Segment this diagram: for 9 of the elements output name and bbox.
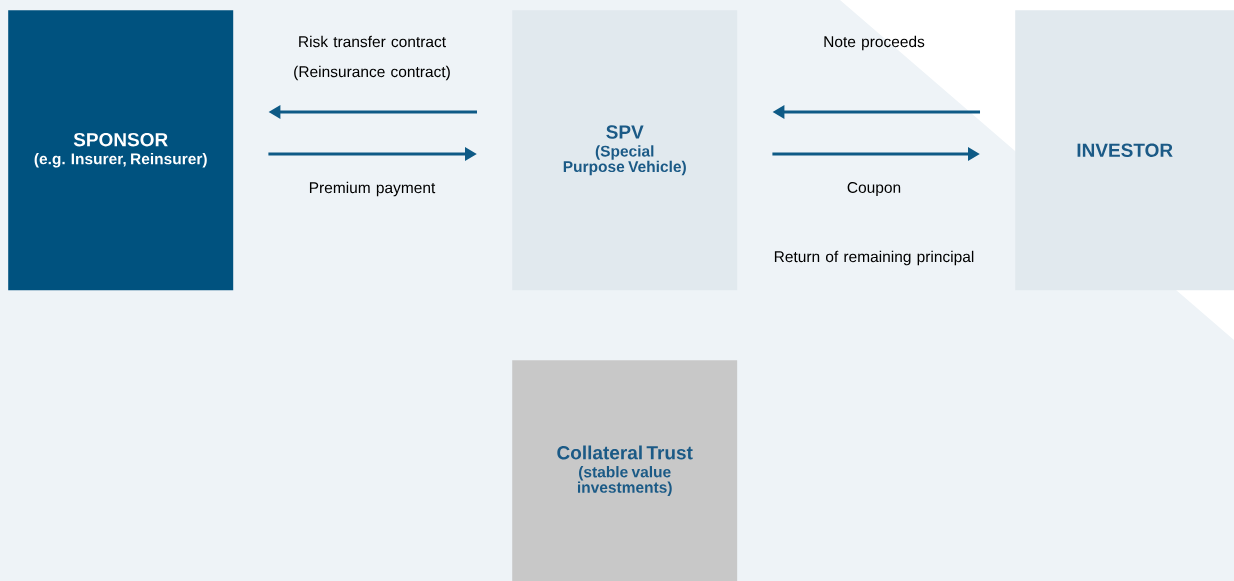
edge-label: Risk transfer contract (Reinsurance contract) xyxy=(294,35,450,81)
edge-label: Premium payment xyxy=(309,181,436,197)
edge-label: Coupon xyxy=(847,182,901,196)
box: SPONSOR (e.g. Insurer, Reinsurer) xyxy=(8,10,234,291)
box: SPV (Special Purpose Vehicle) xyxy=(512,10,738,291)
edge-label: Note proceeds xyxy=(824,35,925,51)
box: INVESTOR xyxy=(1015,10,1234,291)
box: Collateral Trust (stable value investments) xyxy=(512,360,738,581)
note-label: Return of remaining principal xyxy=(774,250,974,266)
